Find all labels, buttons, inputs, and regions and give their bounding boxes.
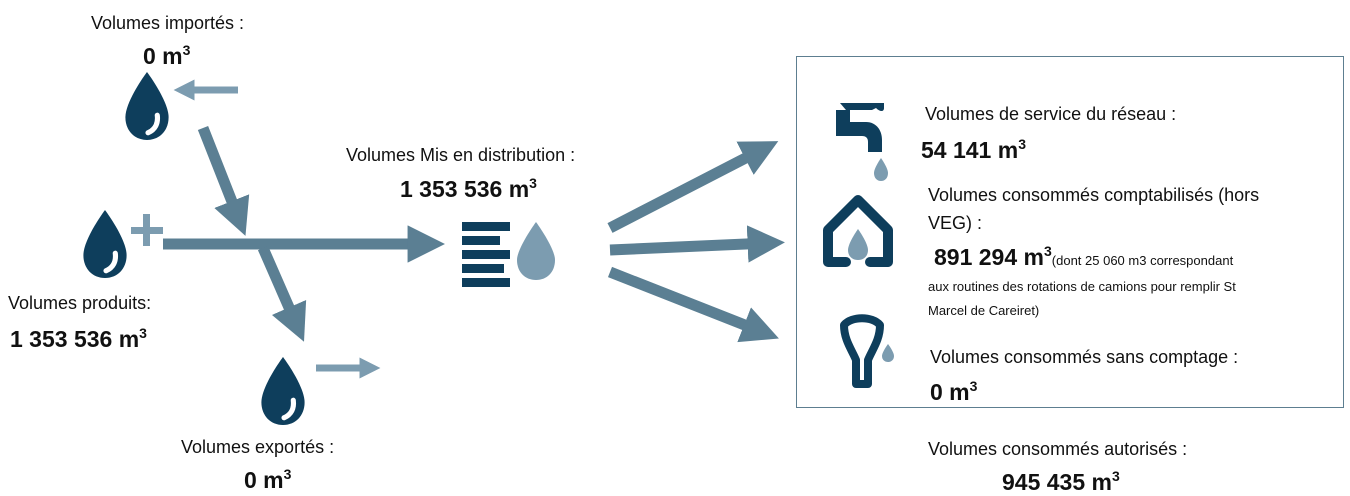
imported-label: Volumes importés : bbox=[91, 13, 245, 33]
authorized-label: Volumes consommés autorisés : bbox=[928, 439, 1188, 459]
main-to-export-arrow bbox=[257, 245, 307, 342]
unmetered-label: Volumes consommés sans comptage : bbox=[930, 347, 1239, 367]
authorized-consumption-box bbox=[796, 56, 1344, 408]
exported-value: 0 m3 bbox=[244, 466, 292, 493]
metered-label-line1: Volumes consommés comptabilisés (hors bbox=[928, 185, 1260, 205]
produced-value: 1 353 536 m3 bbox=[10, 325, 147, 352]
unmetered-value: 0 m3 bbox=[930, 378, 978, 405]
metered-note-line2: aux routines des rotations de camions po… bbox=[928, 279, 1236, 294]
distribution-to-metered-arrow bbox=[609, 225, 785, 263]
exported-label: Volumes exportés : bbox=[181, 437, 335, 457]
metered-note: (dont 25 060 m3 correspondant bbox=[1051, 253, 1234, 268]
faucet-icon bbox=[836, 103, 888, 181]
import-to-main-arrow bbox=[197, 125, 250, 236]
metered-note-line3: Marcel de Careiret) bbox=[928, 303, 1040, 318]
hydrant-icon bbox=[840, 314, 894, 388]
metered-label-line2: VEG) : bbox=[928, 213, 983, 233]
distribution-lines-drop-icon bbox=[462, 222, 555, 287]
service-value: 54 141 m3 bbox=[921, 136, 1026, 163]
distributed-value: 1 353 536 m3 bbox=[400, 175, 537, 202]
authorized-value: 945 435 m3 bbox=[1002, 468, 1120, 495]
water-drop-export-icon bbox=[261, 357, 381, 425]
house-drop-icon bbox=[823, 195, 893, 267]
service-label: Volumes de service du réseau : bbox=[925, 104, 1177, 124]
imported-value: 0 m3 bbox=[143, 42, 191, 69]
water-drop-plus-icon bbox=[83, 210, 163, 278]
produced-label: Volumes produits: bbox=[8, 293, 152, 313]
distribution-to-service-arrow bbox=[607, 141, 779, 233]
distributed-label: Volumes Mis en distribution : bbox=[346, 145, 576, 165]
water-drop-import-icon bbox=[125, 72, 238, 140]
distribution-to-unmetered-arrow bbox=[607, 266, 779, 343]
metered-value: 891 294 m3(dont 25 060 m3 correspondant bbox=[934, 243, 1234, 270]
